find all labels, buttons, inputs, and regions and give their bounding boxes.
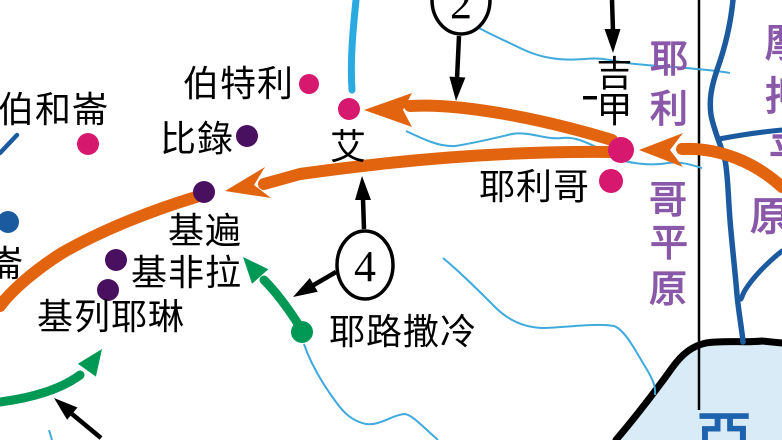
- stream-jerusalem: [303, 343, 439, 440]
- label-moab-plain-partial: 摩 押 平 原: [750, 20, 782, 239]
- label-edge-partial: 崙: [0, 244, 24, 284]
- marker-chephirah: [105, 249, 127, 271]
- label-kiriath-jearim: 基列耶琳: [37, 297, 185, 337]
- marker-beth-horon: [77, 133, 99, 155]
- pointer-arrow-circle4-up: [355, 176, 371, 230]
- marker-kiriath-jearim: [97, 279, 119, 301]
- stream-mid: [405, 130, 609, 153]
- dead-sea-shoreline: [612, 337, 782, 440]
- marker-beeroth: [236, 125, 258, 147]
- label-jerusalem: 耶路撒冷: [329, 312, 477, 352]
- gilgal-leader-dash: [583, 96, 597, 100]
- stream-fragment: [48, 429, 53, 440]
- route-orange-east-to-gilgal: [639, 133, 782, 193]
- label-chephirah: 基非拉: [131, 253, 242, 293]
- svg-text:原: 原: [750, 194, 782, 239]
- label-ai: 艾: [330, 127, 367, 167]
- svg-text:耶: 耶: [650, 39, 688, 81]
- svg-text:平: 平: [769, 130, 782, 175]
- route-green-jerusalem-to-gibeon: [243, 257, 305, 332]
- svg-text:平: 平: [650, 223, 688, 265]
- svg-text:原: 原: [649, 269, 687, 311]
- pointer-arrow-gilgal: [604, 0, 621, 53]
- jordan-river: [707, 0, 746, 345]
- pointer-arrow-from-circle-2: [449, 35, 466, 101]
- route-orange-gilgal-to-gibeon: [225, 145, 616, 198]
- marker-gibeon: [193, 181, 215, 203]
- marker-ai: [338, 98, 360, 120]
- annotation-4-number: 4: [354, 242, 376, 291]
- marker-gilgal: [608, 137, 634, 163]
- pointer-arrow-bottom-left: [54, 398, 103, 440]
- label-bethel: 伯特利: [183, 64, 294, 104]
- route-green-southwest: [0, 349, 102, 407]
- marker-jericho: [599, 169, 623, 193]
- label-beth-horon: 伯和崙: [0, 90, 109, 130]
- annotation-2-number: 2: [450, 0, 472, 28]
- marker-bethel: [299, 74, 319, 94]
- annotation-circle-2: 2: [430, 0, 492, 36]
- route-orange-gilgal-to-ai: [364, 93, 618, 146]
- svg-text:甲: 甲: [596, 90, 633, 130]
- label-jericho-plain: 耶 利 哥 平 原: [649, 39, 688, 311]
- stream-jericho-plain: [442, 257, 657, 396]
- stream-north: [455, 11, 731, 74]
- jordan-tributary-north: [716, 127, 782, 142]
- label-sea-partial: 亞: [696, 409, 752, 440]
- svg-text:押: 押: [765, 74, 782, 119]
- marker-edge-navy: [0, 211, 19, 233]
- stream-gilgal-east: [613, 157, 703, 169]
- annotation-circle-4: 4: [335, 229, 395, 301]
- svg-text:哥: 哥: [649, 180, 687, 222]
- marker-jerusalem: [291, 321, 313, 343]
- svg-text:摩: 摩: [765, 20, 782, 65]
- label-beeroth: 比錄: [160, 119, 234, 159]
- svg-text:利: 利: [650, 89, 688, 131]
- jordan-tributary-southeast: [738, 248, 782, 302]
- label-jericho: 耶利哥: [479, 167, 590, 207]
- svg-text:吉: 吉: [596, 54, 633, 94]
- pointer-arrow-circle4-downleft: [293, 270, 338, 297]
- river-cyan: [347, 0, 360, 94]
- label-gibeon: 基遍: [168, 211, 242, 251]
- label-gilgal: 吉 甲: [596, 54, 633, 130]
- route-orange-beth-horon-descent: [0, 191, 202, 312]
- river-edge-fragment: [0, 132, 20, 156]
